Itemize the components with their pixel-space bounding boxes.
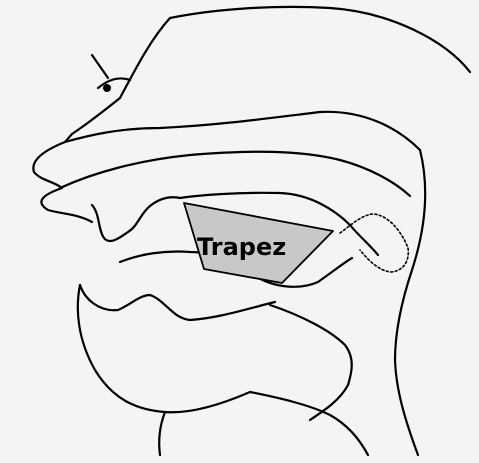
eyelash-line <box>92 55 108 78</box>
lower-throat-outline <box>250 392 368 455</box>
upper-lip-outline <box>33 142 92 222</box>
eye-pupil-icon <box>103 84 111 92</box>
neck-outline <box>159 412 165 455</box>
palate-outline <box>60 152 410 196</box>
lower-lip-outline <box>80 285 275 320</box>
trapez-label: Trapez <box>197 233 286 261</box>
velum-dotted-outline <box>340 214 408 272</box>
throat-outline <box>270 305 352 420</box>
